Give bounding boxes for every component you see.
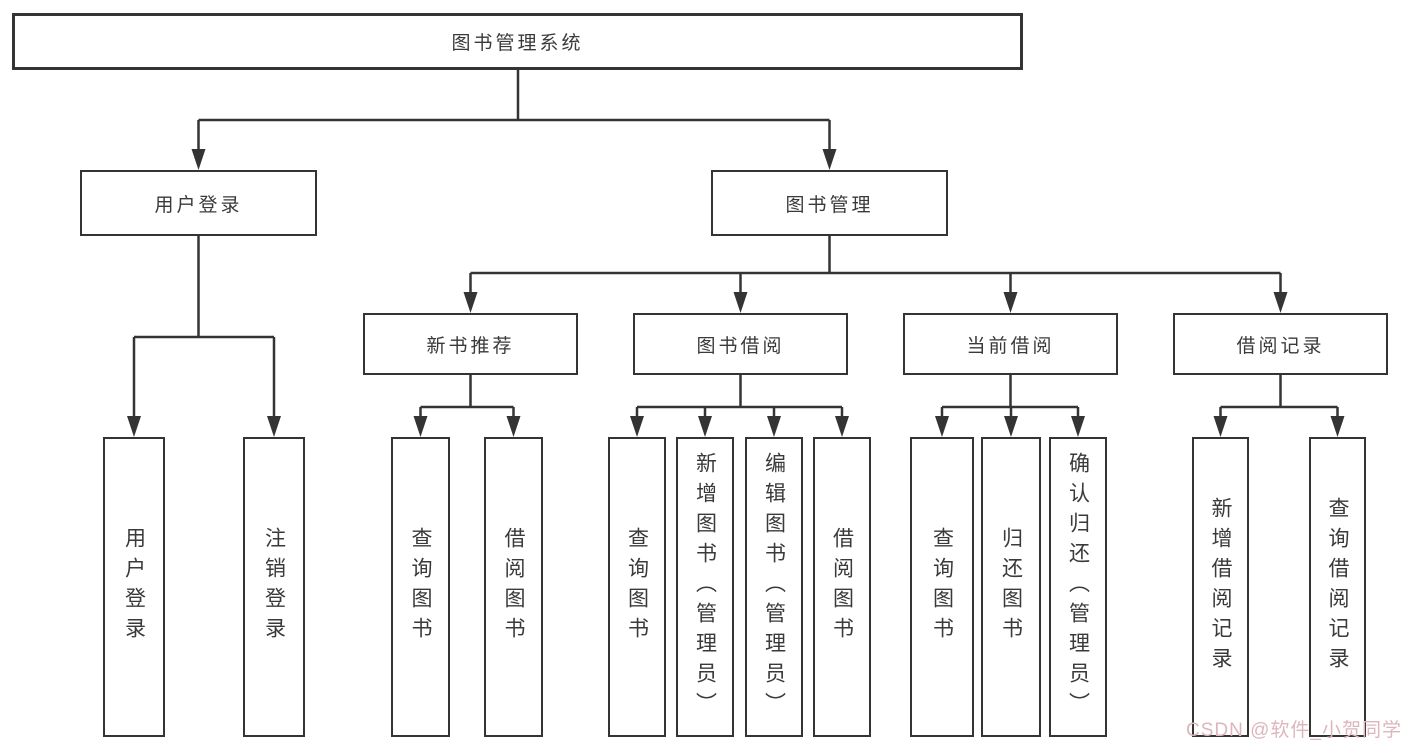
node-query-books-recommend: 查询图书 — [391, 437, 450, 737]
node-library-management-system: 图书管理系统 — [12, 13, 1023, 70]
node-label: 查询图书 — [409, 527, 432, 647]
node-label: 图书借阅 — [696, 335, 785, 357]
node-label: 图书管理系统 — [451, 33, 584, 54]
node-label: 借阅图书 — [830, 527, 854, 647]
node-label: 注销登录 — [262, 527, 286, 647]
node-borrow-books-recommend: 借阅图书 — [484, 437, 543, 737]
node-query-borrow-record: 查询借阅记录 — [1309, 437, 1366, 737]
node-label: 用户登录 — [122, 527, 146, 647]
node-query-books-current: 查询图书 — [910, 437, 974, 737]
node-add-borrow-record: 新增借阅记录 — [1192, 437, 1249, 737]
node-label: 查询图书 — [930, 527, 954, 647]
node-label: 归还图书 — [999, 527, 1023, 647]
node-borrow-books-borrowing: 借阅图书 — [813, 437, 871, 737]
node-label: 用户登录 — [154, 194, 243, 216]
node-confirm-return-admin: 确认归还（管理员） — [1049, 437, 1107, 737]
watermark: CSDN @软件_小贺同学 — [1186, 720, 1402, 741]
node-label: 查询借阅记录 — [1326, 497, 1349, 677]
node-edit-books-admin: 编辑图书（管理员） — [745, 437, 803, 737]
node-label: 借阅图书 — [502, 527, 525, 647]
node-label: 确认归还（管理员） — [1066, 452, 1090, 722]
node-label: 查询图书 — [625, 527, 649, 647]
node-label: 当前借阅 — [966, 335, 1055, 357]
node-logout: 注销登录 — [243, 437, 305, 737]
node-user-login: 用户登录 — [80, 170, 317, 236]
node-query-books-borrowing: 查询图书 — [608, 437, 666, 737]
node-return-books: 归还图书 — [981, 437, 1041, 737]
node-book-management: 图书管理 — [711, 170, 948, 236]
node-add-books-admin: 新增图书（管理员） — [676, 437, 734, 737]
node-label: 新增图书（管理员） — [693, 452, 717, 722]
node-label: 图书管理 — [785, 194, 874, 216]
node-label: 借阅记录 — [1236, 335, 1325, 357]
arrowheads — [127, 149, 1345, 437]
node-label: 编辑图书（管理员） — [762, 452, 786, 722]
node-book-borrowing: 图书借阅 — [633, 313, 848, 375]
node-new-book-recommendation: 新书推荐 — [363, 313, 578, 375]
node-label: 新书推荐 — [426, 335, 515, 357]
node-borrowing-records: 借阅记录 — [1173, 313, 1388, 375]
node-label: 新增借阅记录 — [1209, 497, 1232, 677]
node-current-borrowing: 当前借阅 — [903, 313, 1118, 375]
node-user-login-action: 用户登录 — [103, 437, 165, 737]
